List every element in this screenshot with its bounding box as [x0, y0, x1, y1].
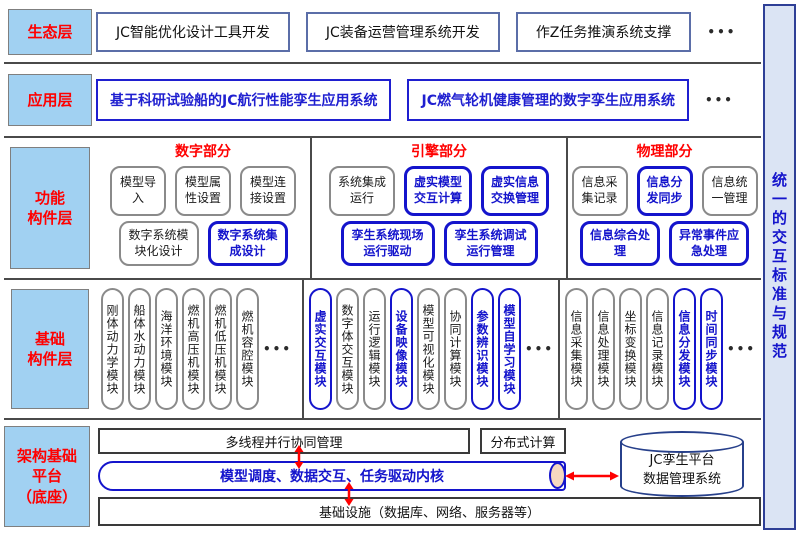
module-pill: 参数辨识模块	[470, 288, 494, 410]
layer-separator	[4, 418, 761, 420]
module-pill: 信息处理模块	[591, 288, 615, 410]
ellipsis: •••	[726, 342, 756, 356]
module-pill: 协同计算模块	[443, 288, 467, 410]
functional-section-physical: 物理部分 信息采集记录 信息分发同步 信息统一管理 信息综合处理 异常事件应急处…	[568, 138, 761, 278]
module-pill: 燃机低压机模块	[209, 288, 232, 410]
application-item: JC燃气轮机健康管理的数字孪生应用系统	[407, 79, 689, 121]
functional-box: 虚实信息交换管理	[481, 166, 549, 216]
kernel-cylinder: 模型调度、数据交互、任务驱动内核	[98, 461, 566, 491]
module-pill: 运行逻辑模块	[362, 288, 386, 410]
section-row: 信息综合处理 异常事件应急处理	[580, 221, 749, 267]
ellipsis: •••	[263, 342, 293, 356]
database-label: JC孪生平台 数据管理系统	[642, 453, 721, 487]
vertical-sync-arrow-icon	[344, 482, 354, 506]
kernel-label: 模型调度、数据交互、任务驱动内核	[220, 469, 444, 485]
module-pill: 坐标变换模块	[618, 288, 642, 410]
module-pill: 燃机高压机模块	[182, 288, 205, 410]
functional-box: 异常事件应急处理	[669, 221, 749, 267]
ellipsis: •••	[524, 342, 554, 356]
basic-group-digital: 刚体动力学模块 船体水动力模块 海洋环境模块 燃机高压机模块 燃机低压机模块 燃…	[96, 280, 304, 418]
module-pill: 海洋环境模块	[155, 288, 178, 410]
module-pill: 信息采集模块	[564, 288, 588, 410]
section-title-digital: 数字部分	[175, 144, 231, 160]
section-row: 系统集成运行 虚实模型交互计算 虚实信息交换管理	[329, 166, 549, 216]
application-item: 基于科研试验船的JC航行性能孪生应用系统	[96, 79, 392, 121]
ecosystem-item: JC装备运营管理系统开发	[305, 12, 500, 52]
functional-box: 信息综合处理	[580, 221, 660, 267]
functional-box: 模型导入	[110, 166, 166, 216]
cylinder-cap	[549, 462, 566, 489]
module-pill: 船体水动力模块	[128, 288, 151, 410]
vertical-sync-arrow-icon	[294, 445, 304, 469]
database-cylinder: JC孪生平台 数据管理系统	[620, 431, 744, 497]
layer-label-col: 生态层	[4, 9, 96, 55]
application-items: 基于科研试验船的JC航行性能孪生应用系统 JC燃气轮机健康管理的数字孪生应用系统…	[96, 79, 761, 121]
module-pill: 虚实交互模块	[308, 288, 332, 410]
layer-label-platform: 架构基础 平台 （底座）	[4, 426, 90, 527]
layer-label-col: 应用层	[4, 74, 96, 126]
layer-label-col: 功能 构件层	[4, 138, 96, 278]
layer-ecosystem: 生态层 JC智能优化设计工具开发 JC装备运营管理系统开发 作Z任务推演系统支撑…	[4, 2, 761, 62]
database-cylinder-top	[620, 431, 744, 453]
section-row: 模型导入 模型属性设置 模型连接设置	[110, 166, 296, 216]
module-pill: 信息记录模块	[645, 288, 669, 410]
functional-box: 孪生系统调试运行管理	[443, 221, 538, 267]
ellipsis: •••	[707, 25, 737, 39]
functional-section-digital: 数字部分 模型导入 模型属性设置 模型连接设置 数字系统模块化设计 数字系统集成…	[96, 138, 312, 278]
functional-box: 信息采集记录	[571, 166, 628, 216]
module-pill: 刚体动力学模块	[101, 288, 124, 410]
functional-box: 数字系统集成设计	[207, 221, 288, 267]
functional-box: 模型属性设置	[175, 166, 231, 216]
section-title-engine: 引擎部分	[411, 144, 467, 160]
layer-functional: 功能 构件层 数字部分 模型导入 模型属性设置 模型连接设置 数字系统模块化设计…	[4, 138, 761, 278]
layer-application: 应用层 基于科研试验船的JC航行性能孪生应用系统 JC燃气轮机健康管理的数字孪生…	[4, 64, 761, 136]
unified-standards-label: 统一的交互标准与规范	[770, 172, 788, 362]
layer-separator	[4, 136, 761, 138]
basic-group-engine: 虚实交互模块 数字体交互模块 运行逻辑模块 设备映像模块 模型可视化模块 协同计…	[304, 280, 560, 418]
section-row: 信息采集记录 信息分发同步 信息统一管理	[571, 166, 758, 216]
module-pill: 设备映像模块	[389, 288, 413, 410]
functional-box: 模型连接设置	[240, 166, 296, 216]
functional-section-engine: 引擎部分 系统集成运行 虚实模型交互计算 虚实信息交换管理 孪生系统现场运行驱动…	[312, 138, 568, 278]
module-pill: 数字体交互模块	[335, 288, 359, 410]
module-pill: 时间同步模块	[699, 288, 723, 410]
layer-platform: 架构基础 平台 （底座） 多线程并行协同管理 分布式计算 模型调度、数据交互、任…	[4, 420, 761, 532]
section-title-physical: 物理部分	[636, 144, 693, 160]
infrastructure-box: 基础设施（数据库、网络、服务器等）	[98, 497, 761, 526]
module-pill: 燃机容腔模块	[236, 288, 259, 410]
layer-label-functional: 功能 构件层	[10, 147, 90, 269]
functional-box: 数字系统模块化设计	[118, 221, 199, 267]
module-pill: 信息分发模块	[672, 288, 696, 410]
layer-label-col: 基础 构件层	[4, 280, 96, 418]
functional-box: 信息分发同步	[636, 166, 693, 216]
layer-label-application: 应用层	[8, 74, 92, 126]
ecosystem-items: JC智能优化设计工具开发 JC装备运营管理系统开发 作Z任务推演系统支撑 •••	[96, 12, 761, 52]
section-row: 数字系统模块化设计 数字系统集成设计	[118, 221, 288, 267]
diagram-main-column: 生态层 JC智能优化设计工具开发 JC装备运营管理系统开发 作Z任务推演系统支撑…	[4, 2, 761, 532]
ecosystem-item: 作Z任务推演系统支撑	[515, 12, 692, 52]
functional-box: 孪生系统现场运行驱动	[340, 221, 435, 267]
layer-separator	[4, 62, 761, 64]
unified-standards-bar: 统一的交互标准与规范	[763, 4, 796, 530]
layer-basic: 基础 构件层 刚体动力学模块 船体水动力模块 海洋环境模块 燃机高压机模块 燃机…	[4, 280, 761, 418]
thread-management-box: 多线程并行协同管理	[98, 428, 470, 454]
layer-label-basic: 基础 构件层	[11, 289, 89, 409]
horizontal-sync-arrow-icon	[565, 471, 619, 481]
functional-box: 系统集成运行	[329, 166, 395, 216]
ellipsis: •••	[704, 93, 734, 107]
module-pill: 模型可视化模块	[416, 288, 440, 410]
module-pill: 模型自学习模块	[497, 288, 521, 410]
basic-group-physical: 信息采集模块 信息处理模块 坐标变换模块 信息记录模块 信息分发模块 时间同步模…	[560, 280, 761, 418]
layer-separator	[4, 278, 761, 280]
functional-box: 虚实模型交互计算	[404, 166, 472, 216]
layer-label-ecosystem: 生态层	[8, 9, 92, 55]
ecosystem-item: JC智能优化设计工具开发	[96, 12, 290, 52]
section-row: 孪生系统现场运行驱动 孪生系统调试运行管理	[340, 221, 538, 267]
distributed-computing-box: 分布式计算	[480, 428, 566, 454]
functional-box: 信息统一管理	[701, 166, 758, 216]
